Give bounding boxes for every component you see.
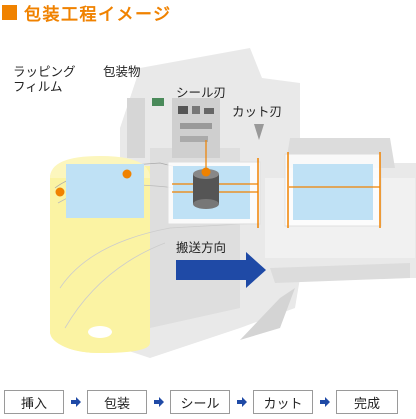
label-film: ラッピング フィルム xyxy=(13,64,76,94)
direction-arrow-icon xyxy=(176,252,266,288)
label-cut-blade: カット刃 xyxy=(232,104,283,119)
label-product: 包装物 xyxy=(103,64,141,79)
packaging-illustration xyxy=(50,48,416,358)
seal-blade xyxy=(193,140,219,209)
film-marker-dot xyxy=(55,187,65,197)
right-arrow-icon xyxy=(71,397,81,407)
cut-blade xyxy=(254,124,264,140)
step-wrap: 包装 xyxy=(87,390,147,414)
process-steps: 挿入 包装 シール カット 完成 xyxy=(0,384,416,418)
product-finished xyxy=(293,164,373,220)
step-seal: シール xyxy=(170,390,230,414)
right-arrow-icon xyxy=(154,397,164,407)
step-cut: カット xyxy=(253,390,313,414)
right-arrow-icon xyxy=(320,397,330,407)
title-square-icon xyxy=(2,4,17,20)
label-seal-blade: シール刃 xyxy=(176,85,227,100)
title-bar: 包装工程イメージ xyxy=(2,0,172,25)
product-infeed xyxy=(66,164,144,218)
right-arrow-icon xyxy=(237,397,247,407)
product-marker-dot xyxy=(122,169,132,179)
step-insert: 挿入 xyxy=(4,390,64,414)
step-complete: 完成 xyxy=(336,390,398,414)
label-direction: 搬送方向 xyxy=(176,240,227,255)
page-title: 包装工程イメージ xyxy=(24,4,172,25)
